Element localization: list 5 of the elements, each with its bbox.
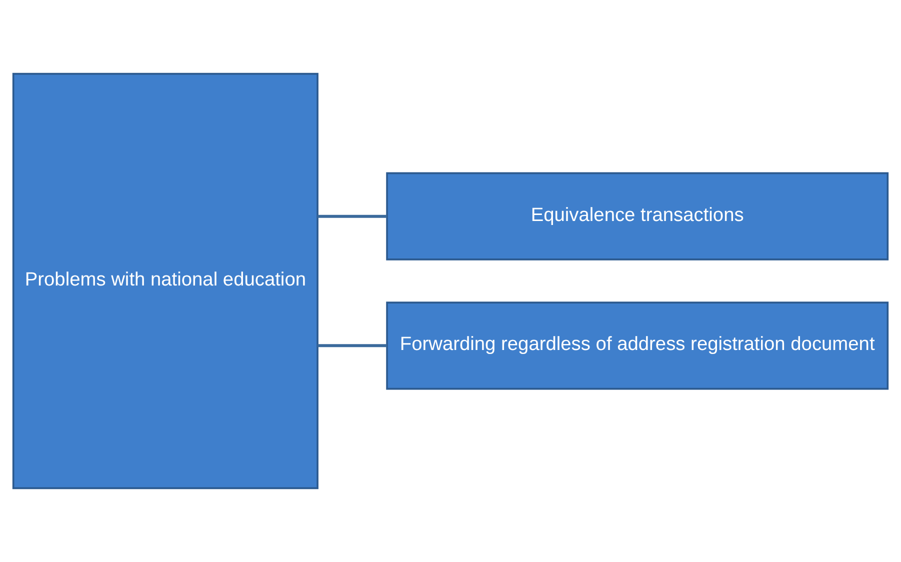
connector xyxy=(318,214,387,218)
node-box: Forwarding regardless of address registration document xyxy=(386,302,889,390)
connector xyxy=(318,344,387,348)
node-box: Problems with national education xyxy=(12,72,318,490)
node-box: Equivalence transactions xyxy=(386,172,889,260)
